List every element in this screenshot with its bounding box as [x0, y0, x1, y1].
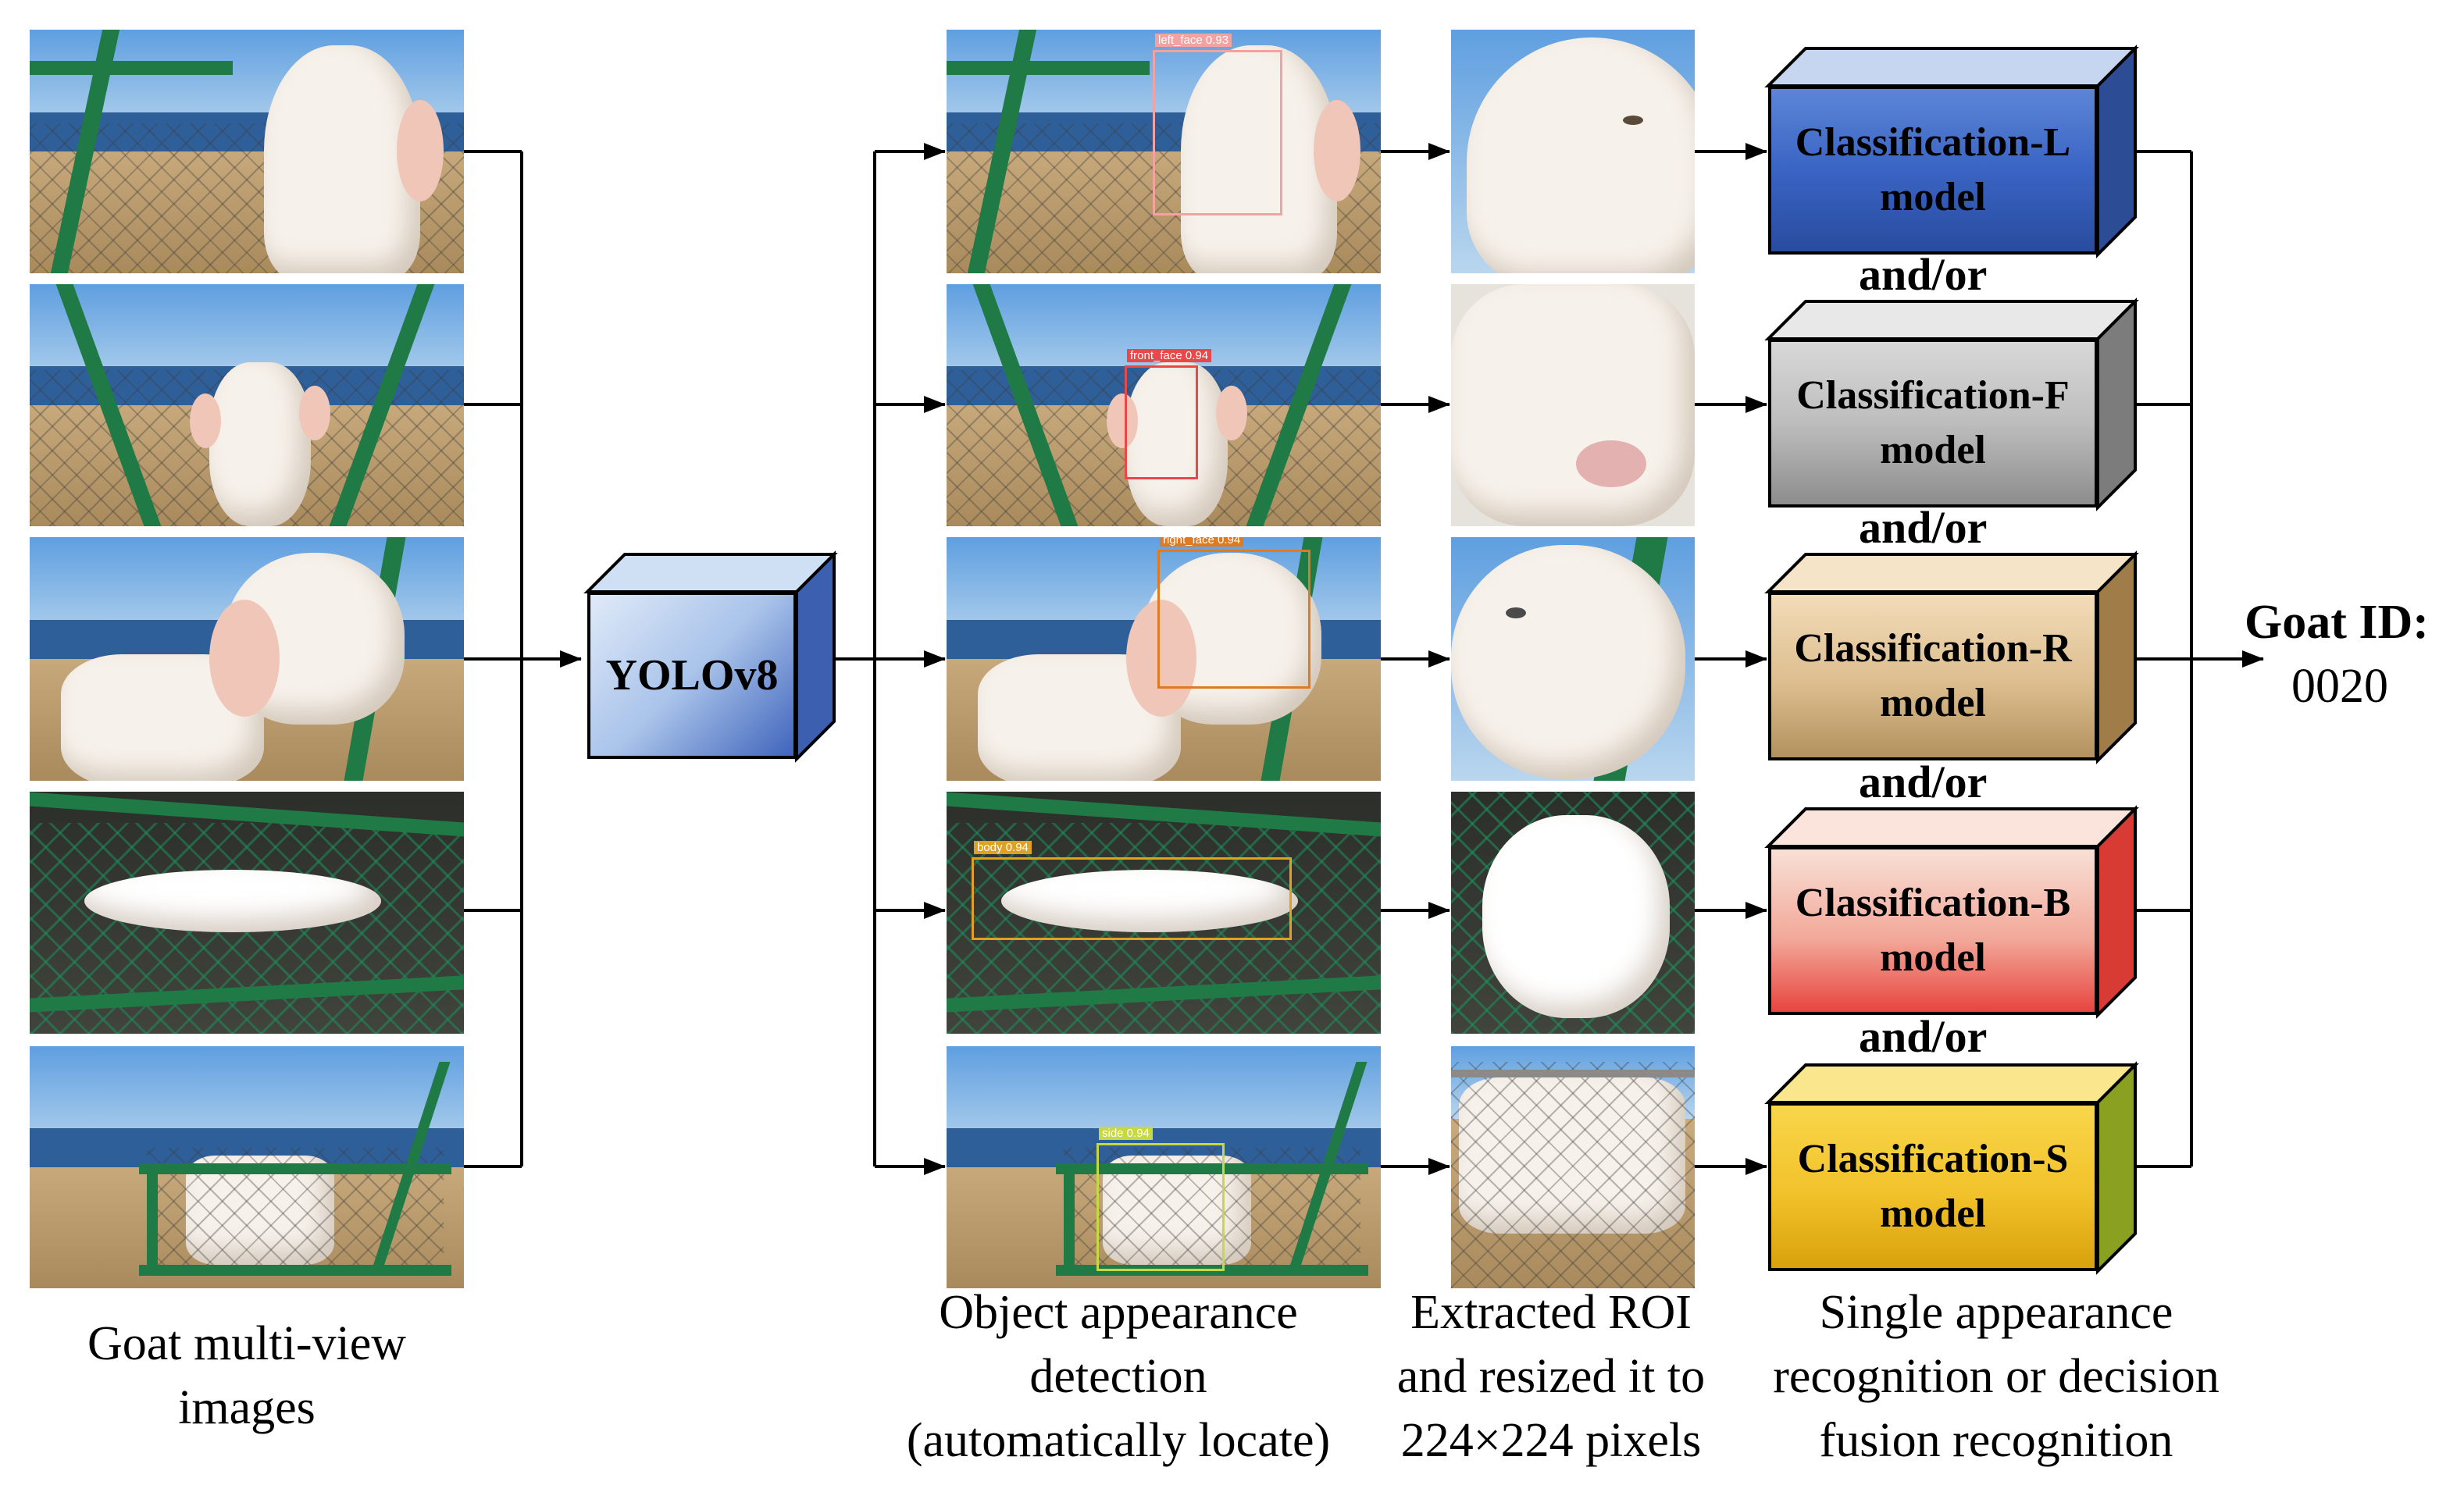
input-image-right-view	[30, 537, 464, 781]
caption-input-images: Goat multi-view images	[30, 1312, 464, 1440]
classifier-label: Classification-L model	[1795, 120, 2071, 219]
roi-image-right-face	[1451, 537, 1695, 781]
classifier-box-left-face: Classification-L model	[1764, 45, 2139, 258]
detection-image-back-view: body 0.94	[947, 792, 1381, 1034]
box-3d-faces	[583, 550, 838, 763]
box-3d-faces	[1764, 297, 2139, 511]
and-or-connector: and/or	[1859, 502, 1988, 553]
caption-line: (automatically locate)	[906, 1414, 1331, 1467]
bounding-box-label: front_face 0.94	[1127, 349, 1212, 362]
bounding-box-label: left_face 0.93	[1155, 34, 1232, 47]
caption-line: fusion recognition	[1819, 1414, 2173, 1467]
roi-image-front-face	[1451, 284, 1695, 526]
bounding-box-side: side 0.94	[1096, 1127, 1225, 1271]
caption-line: and resized it to	[1396, 1350, 1706, 1403]
detection-image-right-view: right_face 0.94	[947, 537, 1381, 781]
box-3d-faces	[1764, 45, 2139, 258]
bounding-box-label: body 0.94	[974, 841, 1032, 854]
caption-roi: Extracted ROI and resized it to 224×224 …	[1371, 1280, 1731, 1473]
detection-image-left-view: left_face 0.93	[947, 30, 1381, 273]
bounding-box-back: body 0.94	[972, 841, 1292, 940]
classifier-label: Classification-F model	[1796, 373, 2070, 472]
classifier-box-right-face: Classification-R model	[1764, 550, 2139, 764]
input-image-front-view	[30, 284, 464, 526]
output-title: Goat ID:	[2245, 596, 2429, 649]
and-or-connector: and/or	[1859, 249, 1988, 300]
detection-image-front-view: front_face 0.94	[947, 284, 1381, 526]
and-or-connector: and/or	[1859, 757, 1988, 807]
roi-image-left-face	[1451, 30, 1695, 273]
input-image-side-view	[30, 1046, 464, 1288]
roi-image-side	[1451, 1046, 1695, 1288]
bounding-box-label: side 0.94	[1099, 1127, 1153, 1140]
classifier-box-back: Classification-B model	[1764, 805, 2139, 1019]
output-goat-id: 0020	[2291, 660, 2388, 713]
input-image-back-view	[30, 792, 464, 1034]
bounding-box-right-face: right_face 0.94	[1157, 537, 1310, 689]
classifier-label: Classification-S model	[1797, 1137, 2069, 1236]
caption-recognition: Single appearance recognition or decisio…	[1738, 1280, 2254, 1473]
caption-line: Single appearance	[1819, 1286, 2173, 1339]
caption-line: 224×224 pixels	[1400, 1414, 1702, 1467]
roi-image-back	[1451, 792, 1695, 1034]
yolov8-detector-box: YOLOv8	[583, 550, 838, 763]
and-or-connector: and/or	[1859, 1011, 1988, 1062]
classifier-label: Classification-R model	[1794, 626, 2072, 725]
caption-line: Goat multi-view	[87, 1317, 407, 1370]
caption-line: images	[178, 1381, 316, 1434]
detection-image-side-view: side 0.94	[947, 1046, 1381, 1288]
bounding-box-label: right_face 0.94	[1160, 537, 1244, 547]
caption-line: Extracted ROI	[1410, 1286, 1692, 1339]
classifier-box-front-face: Classification-F model	[1764, 297, 2139, 511]
caption-line: Object appearance	[939, 1286, 1298, 1339]
bounding-box-left-face: left_face 0.93	[1153, 34, 1282, 215]
input-image-left-view	[30, 30, 464, 273]
box-3d-faces	[1764, 1061, 2139, 1275]
classifier-label: Classification-B model	[1795, 881, 2071, 980]
box-3d-faces	[1764, 550, 2139, 764]
bounding-box-front-face: front_face 0.94	[1125, 349, 1212, 479]
caption-line: recognition or decision	[1773, 1350, 2220, 1403]
caption-line: detection	[1029, 1350, 1207, 1403]
classifier-box-side: Classification-S model	[1764, 1061, 2139, 1275]
caption-detection: Object appearance detection (automatical…	[868, 1280, 1368, 1473]
yolov8-label: YOLOv8	[605, 651, 779, 700]
